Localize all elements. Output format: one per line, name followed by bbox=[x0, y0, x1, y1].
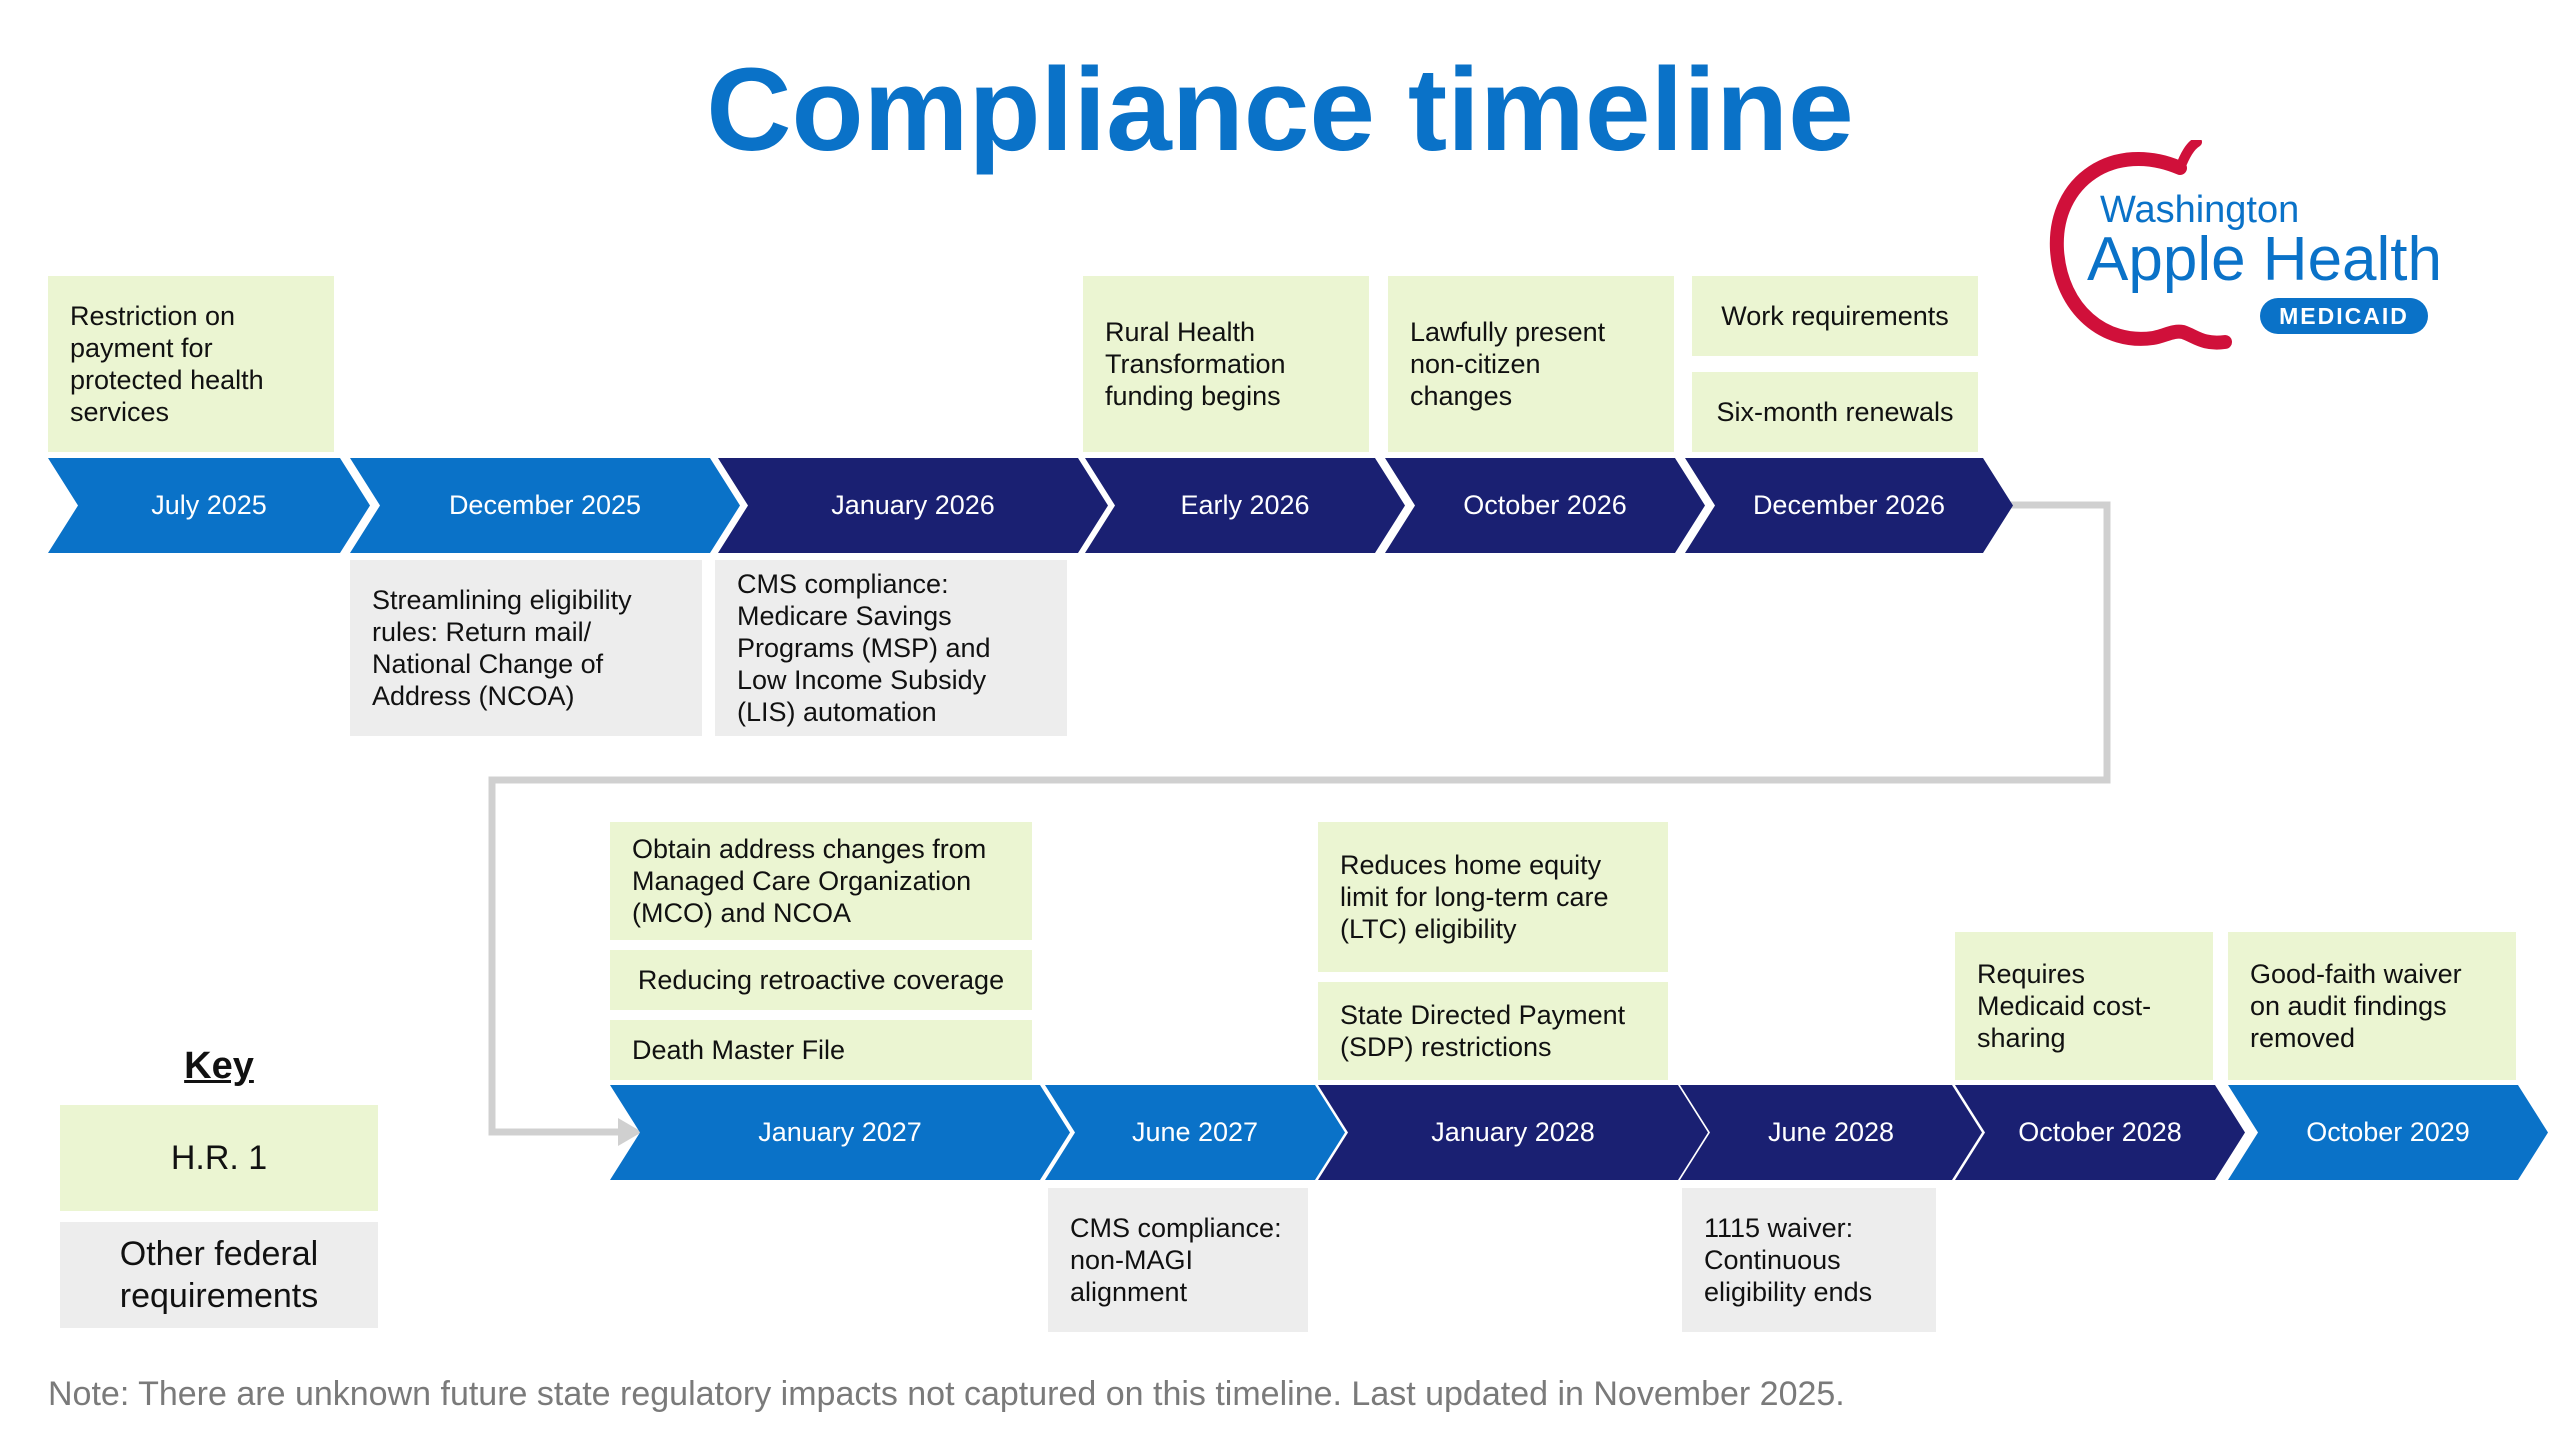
key-hr1: H.R. 1 bbox=[60, 1105, 378, 1211]
fed-box-streamlining-eligibility: Streamlining eligibility rules: Return m… bbox=[350, 560, 702, 736]
milestone-june-2027: June 2027 bbox=[1045, 1085, 1345, 1180]
milestone-january-2027: January 2027 bbox=[610, 1085, 1070, 1180]
medicaid-badge bbox=[2260, 298, 2428, 334]
apple-outline-icon bbox=[2049, 152, 2232, 350]
fed-box-cms-msp-lis: CMS compliance: Medicare Savings Program… bbox=[715, 560, 1067, 736]
milestone-january-2026: January 2026 bbox=[718, 458, 1108, 553]
apple-stem-icon bbox=[2175, 140, 2202, 173]
hr1-box-restriction-payment: Restriction on payment for protected hea… bbox=[48, 276, 334, 452]
key-title: Key bbox=[184, 1045, 254, 1087]
hr1-box-six-month-renewals: Six-month renewals bbox=[1692, 372, 1978, 452]
footer-note: Note: There are unknown future state reg… bbox=[48, 1375, 1845, 1413]
logo-badge: MEDICAID bbox=[2279, 303, 2409, 329]
milestone-october-2028: October 2028 bbox=[1955, 1085, 2245, 1180]
hr1-box-home-equity: Reduces home equity limit for long-term … bbox=[1318, 822, 1668, 972]
key-other-federal: Other federal requirements bbox=[60, 1222, 378, 1328]
fed-box-non-magi-alignment: CMS compliance: non-MAGI alignment bbox=[1048, 1188, 1308, 1332]
fed-box-1115-waiver: 1115 waiver: Continuous eligibility ends bbox=[1682, 1188, 1936, 1332]
page-title: Compliance timeline bbox=[706, 44, 1854, 176]
hr1-box-address-changes: Obtain address changes from Managed Care… bbox=[610, 822, 1032, 940]
milestone-early-2026: Early 2026 bbox=[1085, 458, 1405, 553]
hr1-box-lawfully-present: Lawfully present non-citizen changes bbox=[1388, 276, 1674, 452]
logo-line2: Apple Health bbox=[2087, 225, 2442, 294]
milestone-december-2025: December 2025 bbox=[350, 458, 740, 553]
hr1-box-retroactive-coverage: Reducing retroactive coverage bbox=[610, 950, 1032, 1010]
milestone-june-2028: June 2028 bbox=[1680, 1085, 1982, 1180]
hr1-box-good-faith-waiver: Good-faith waiver on audit findings remo… bbox=[2228, 932, 2516, 1080]
hr1-box-sdp-restrictions: State Directed Payment (SDP) restriction… bbox=[1318, 982, 1668, 1080]
hr1-box-cost-sharing: Requires Medicaid cost- sharing bbox=[1955, 932, 2213, 1080]
washington-apple-health-logo: Washington Apple Health MEDICAID bbox=[2049, 140, 2442, 350]
milestone-october-2026: October 2026 bbox=[1385, 458, 1705, 553]
milestone-july-2025: July 2025 bbox=[48, 458, 370, 553]
logo-line1: Washington bbox=[2100, 189, 2299, 231]
hr1-box-rural-health: Rural Health Transformation funding begi… bbox=[1083, 276, 1369, 452]
milestone-january-2028: January 2028 bbox=[1318, 1085, 1708, 1180]
hr1-box-death-master-file: Death Master File bbox=[610, 1020, 1032, 1080]
hr1-box-work-requirements: Work requirements bbox=[1692, 276, 1978, 356]
milestone-october-2029: October 2029 bbox=[2228, 1085, 2548, 1180]
milestone-december-2026: December 2026 bbox=[1685, 458, 2013, 553]
